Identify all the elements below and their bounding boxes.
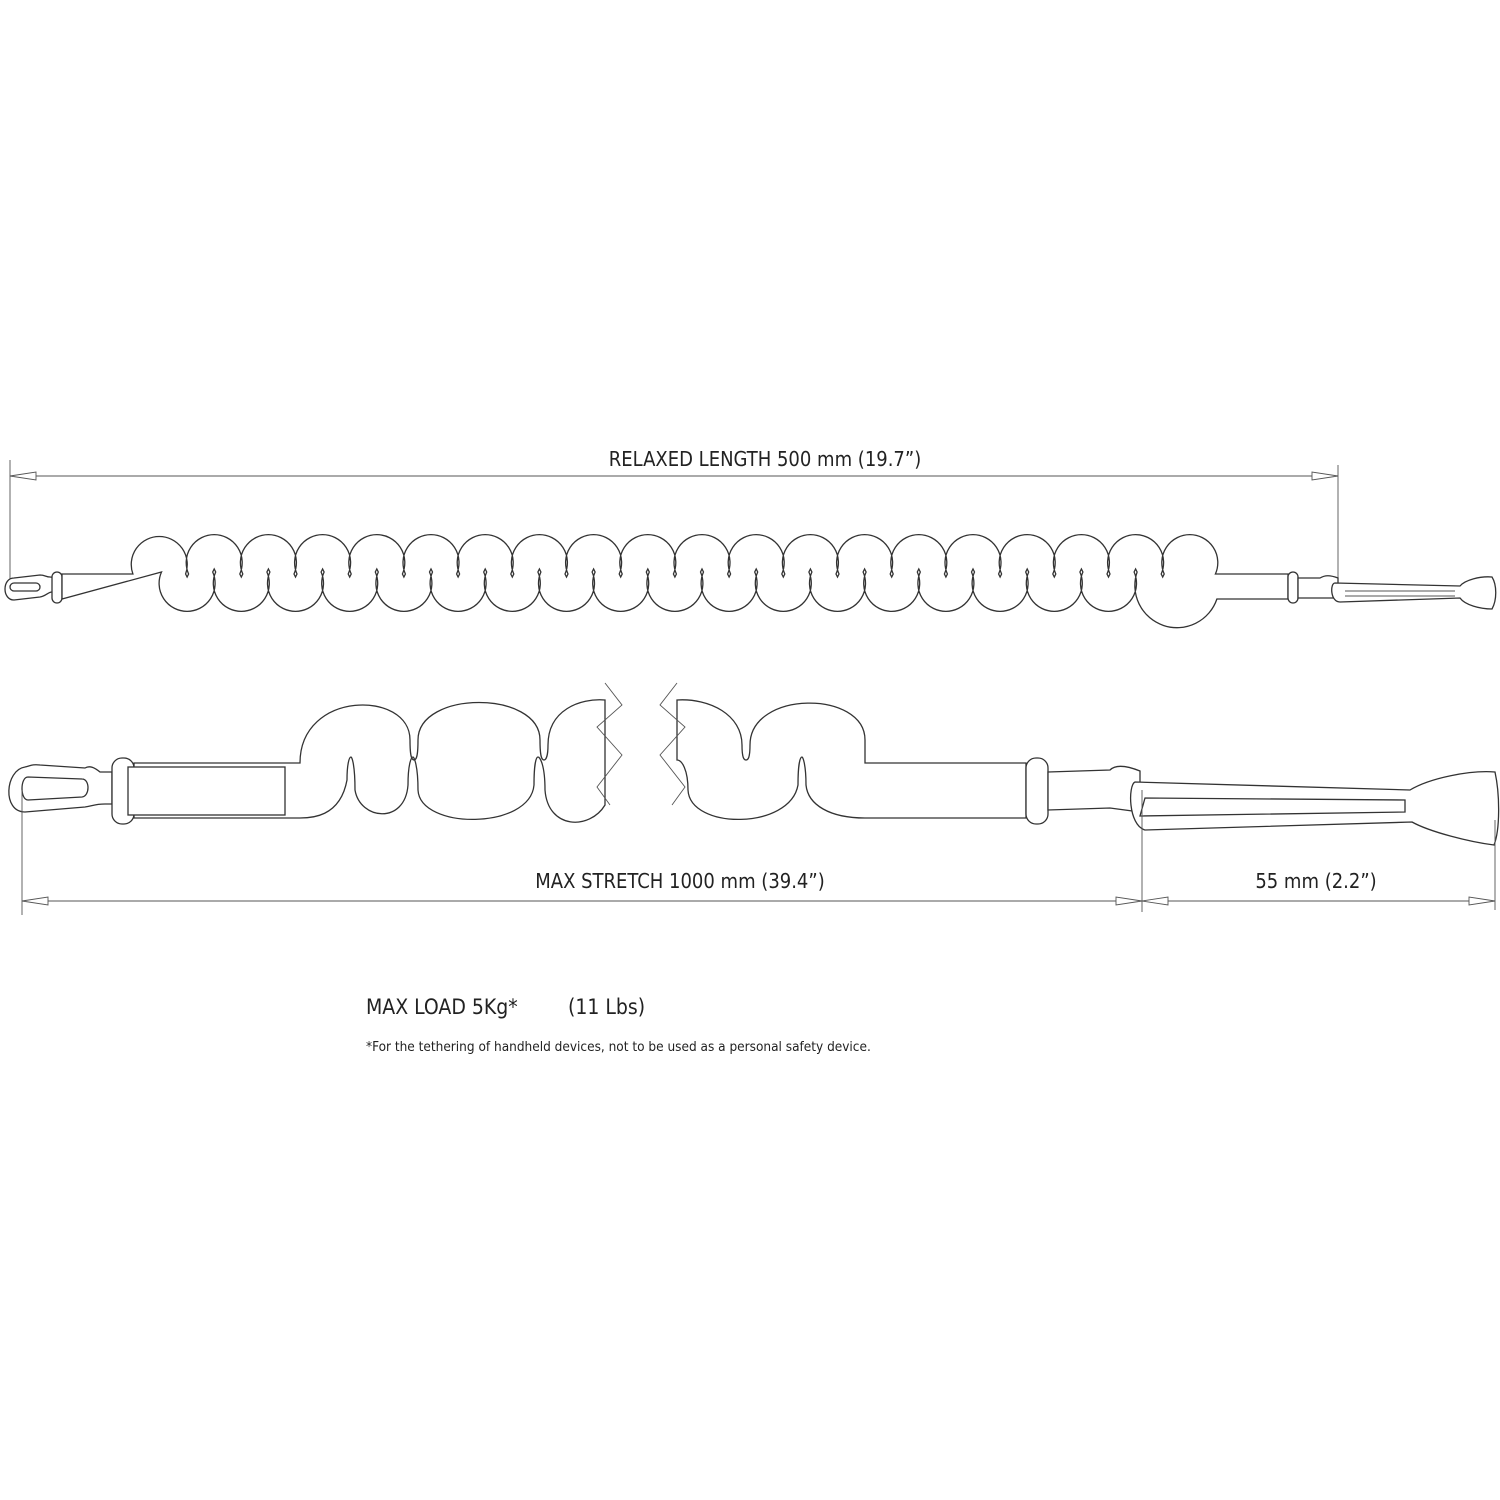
relaxed-tether: RELAXED LENGTH 500 mm (19.7”): [4, 447, 1497, 629]
arrow-left-icon: [21, 896, 49, 906]
stretched-tether: MAX STRETCH 1000 mm (39.4”) 55 mm (2.2”): [8, 682, 1500, 915]
stretched-coil-right: [676, 699, 1027, 821]
stretched-right-buckle: [1025, 757, 1049, 825]
clip-length-label: 55 mm (2.2”): [1255, 869, 1376, 893]
break-line-left: [596, 682, 623, 806]
hook-slot: [9, 582, 41, 592]
arrow-left-icon: [9, 471, 37, 481]
clip-paddle: [1331, 576, 1497, 610]
label-patch: [127, 766, 286, 816]
stretched-right-hook: [1047, 765, 1141, 813]
right-buckle: [1287, 571, 1299, 604]
break-line-right: [659, 682, 686, 806]
stretched-hook-slot: [21, 776, 89, 801]
left-buckle: [51, 571, 63, 604]
max-load-label: MAX LOAD 5Kg*: [366, 995, 518, 1019]
arrow-right-icon: [1468, 896, 1496, 906]
max-load-lbs: (11 Lbs): [568, 995, 645, 1019]
arrow-right-icon: [1311, 471, 1339, 481]
relaxed-coil-body: [61, 534, 1289, 629]
arrow-left-icon: [1141, 896, 1169, 906]
footnote: *For the tethering of handheld devices, …: [366, 1039, 871, 1055]
relaxed-length-label: RELAXED LENGTH 500 mm (19.7”): [609, 447, 921, 471]
arrow-right-icon: [1115, 896, 1143, 906]
max-stretch-label: MAX STRETCH 1000 mm (39.4”): [535, 869, 824, 893]
